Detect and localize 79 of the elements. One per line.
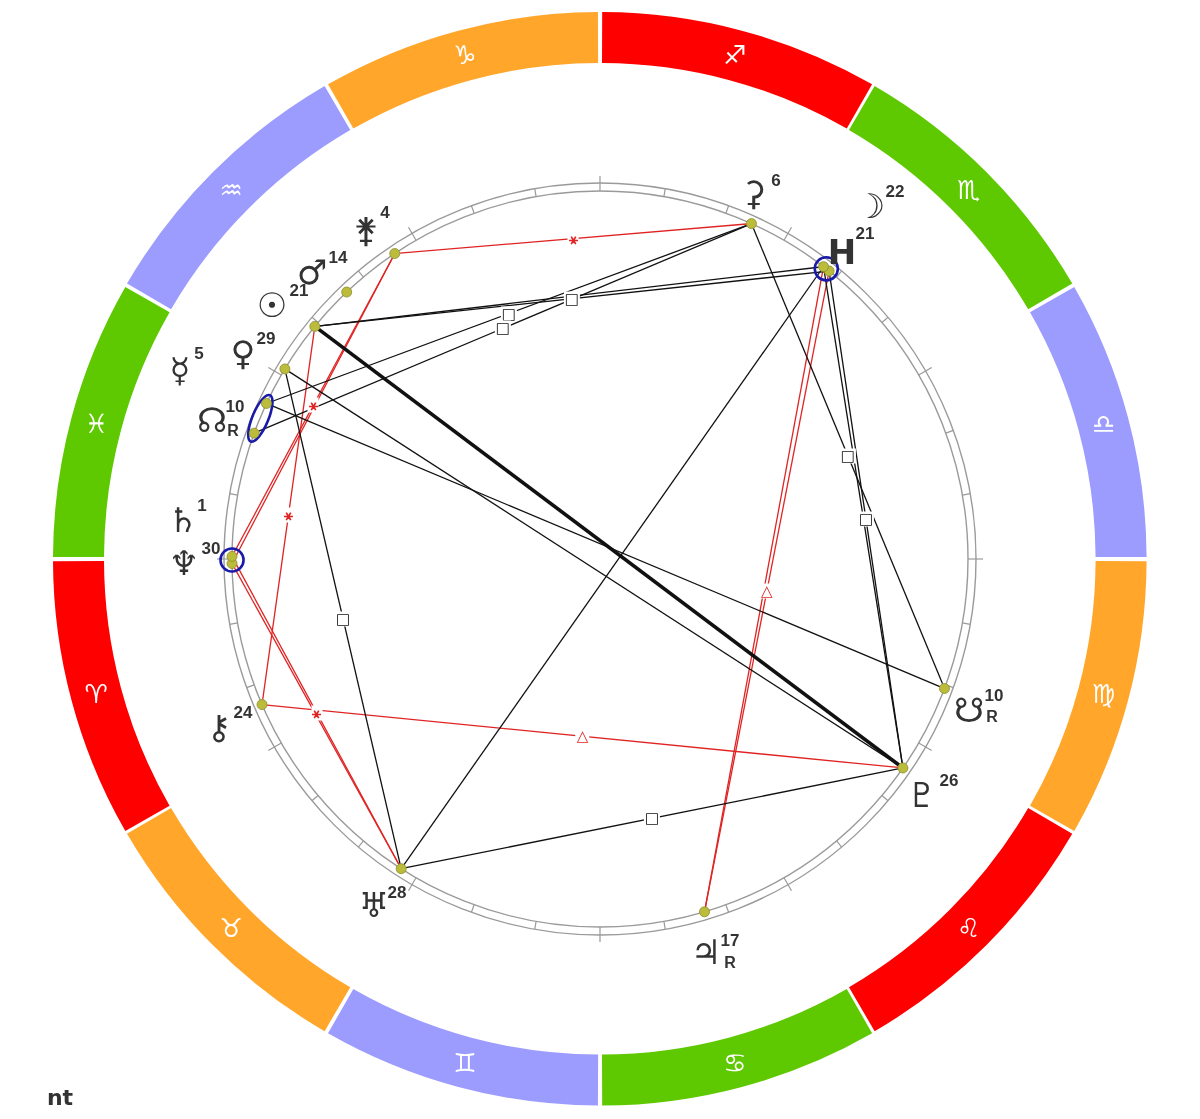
sign-glyph: ♈ — [84, 680, 108, 707]
degree-number: 10 — [225, 397, 245, 415]
aspect-symbol: △ — [760, 583, 774, 599]
aspect-symbol: □ — [643, 810, 661, 826]
degree-number: 28 — [387, 883, 407, 901]
sign-glyph: ♑ — [453, 42, 477, 69]
aspect-line — [399, 223, 748, 254]
planet-glyph: ⚷ — [206, 710, 232, 744]
degree-number: 5 — [194, 344, 204, 362]
planet-glyph: ♀ — [230, 336, 256, 370]
aspect-line — [266, 704, 899, 769]
corner-text: nt — [46, 1087, 74, 1109]
dot-icon — [939, 683, 950, 694]
aspect-symbol: △ — [575, 728, 590, 744]
dot-icon — [226, 551, 238, 562]
planet-glyph: ♆ — [168, 546, 200, 580]
retrograde-mark: R — [986, 709, 998, 725]
dot-icon — [309, 321, 321, 332]
aspect-line — [405, 768, 899, 869]
aspect-symbol: □ — [563, 291, 581, 307]
aspect-symbol: □ — [334, 611, 352, 627]
degree-number: 14 — [328, 248, 348, 266]
degree-number: 26 — [939, 771, 959, 789]
planet-glyph: ☋ — [953, 693, 985, 727]
sign-glyph: ♎ — [1092, 411, 1116, 437]
aspect-line — [270, 404, 941, 688]
dot-icon — [248, 427, 260, 439]
sign-glyph: ♏ — [957, 177, 981, 204]
sign-glyph: ♉ — [219, 914, 243, 941]
dot-icon — [818, 261, 829, 273]
planet-glyph: ⚳ — [741, 176, 767, 210]
retrograde-mark: R — [227, 423, 239, 439]
degree-number: 30 — [201, 539, 221, 557]
planet-glyph: H — [827, 235, 857, 269]
degree-number: 17 — [720, 931, 740, 949]
sign-glyph: ♌ — [957, 914, 981, 941]
planet-glyph: ♄ — [167, 503, 199, 537]
aspect-symbol: □ — [494, 320, 511, 336]
degree-number: 1 — [197, 496, 207, 514]
degree-number: 6 — [771, 171, 781, 189]
aspect-line — [258, 224, 748, 432]
aspect-line — [285, 373, 401, 865]
sign-glyph: ♊ — [453, 1049, 477, 1076]
aspect-symbol: □ — [857, 511, 875, 527]
dot-icon — [395, 863, 407, 875]
dot-icon — [256, 699, 268, 710]
dot-icon — [261, 398, 272, 409]
sign-glyph: ♋ — [723, 1049, 747, 1076]
planet-glyph: ♇ — [906, 778, 938, 812]
aspect-symbol: ⚹ — [282, 508, 294, 523]
dot-icon — [279, 363, 291, 375]
aspect-symbol: □ — [500, 306, 518, 322]
planet-glyph: ♃ — [690, 935, 722, 969]
dot-icon — [699, 906, 710, 918]
planet-glyph: ⚵ — [353, 213, 379, 247]
dot-icon — [746, 218, 757, 229]
degree-number: 29 — [256, 329, 276, 347]
dot-icon — [897, 762, 909, 774]
sign-glyph: ♐ — [723, 42, 747, 69]
aspect-line — [403, 270, 822, 866]
aspect-symbol: □ — [839, 448, 857, 464]
degree-number: 24 — [233, 703, 253, 721]
aspect-symbol: ⚹ — [311, 705, 323, 721]
dot-icon — [389, 248, 401, 259]
aspect-symbol: ⚹ — [307, 397, 319, 413]
degree-number: 10 — [984, 686, 1004, 704]
planet-glyph: ☽ — [854, 189, 886, 223]
sign-glyph: ♍ — [1092, 680, 1116, 707]
planet-glyph: ☉ — [256, 288, 288, 322]
aspect-line — [752, 227, 944, 685]
dot-icon — [341, 286, 353, 298]
degree-number: 4 — [380, 203, 390, 221]
sign-glyph: ♓ — [84, 411, 108, 437]
degree-number: 22 — [885, 182, 905, 200]
retrograde-mark: R — [724, 955, 736, 971]
sign-glyph: ♒ — [219, 177, 243, 204]
planet-glyph: ☿ — [169, 353, 191, 387]
degree-number: 21 — [855, 224, 875, 242]
aspect-line — [262, 330, 315, 701]
